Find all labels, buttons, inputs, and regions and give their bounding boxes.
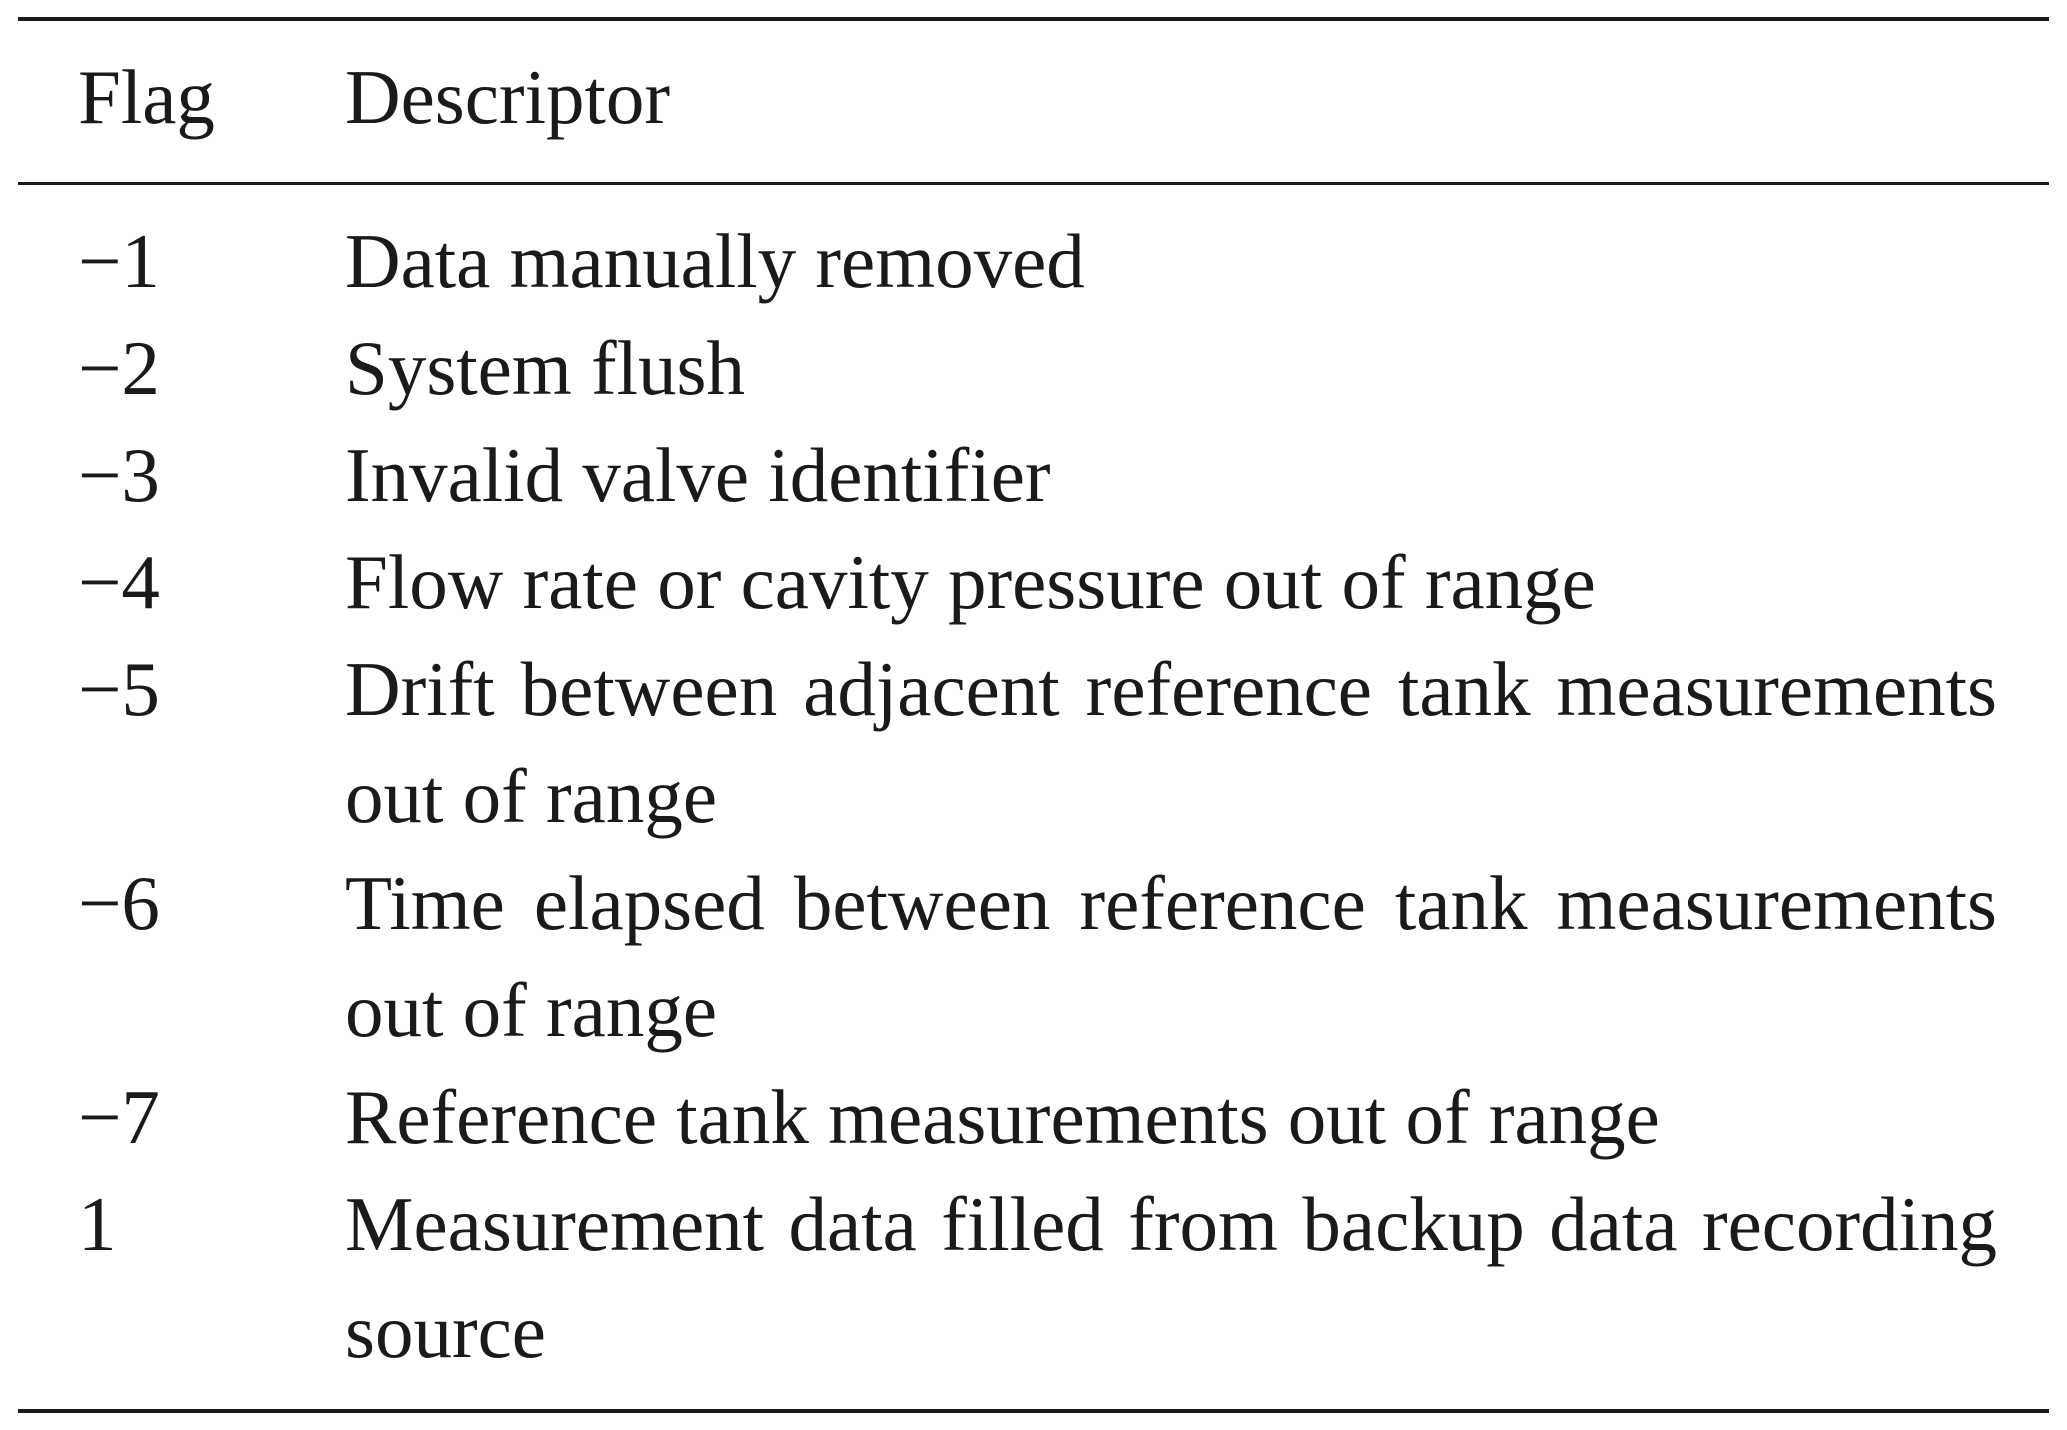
descriptor-cell: Invalid valve identifier [345,432,1051,518]
table-top-rule [18,17,2049,21]
flag-column-header: Flag [78,54,215,140]
flag-cell: −1 [78,218,160,304]
flag-cell: −3 [78,432,160,518]
descriptor-cell: Time elapsed between reference tank meas… [345,860,1997,1053]
table-header-rule [18,182,2049,185]
descriptor-column-header: Descriptor [345,54,670,140]
descriptor-cell: Reference tank measurements out of range [345,1074,1660,1160]
descriptor-cell: Data manually removed [345,218,1085,304]
descriptor-cell: Measurement data filled from backup data… [345,1181,1997,1374]
flag-cell: −6 [78,860,160,946]
descriptor-cell: Flow rate or cavity pressure out of rang… [345,539,1596,625]
descriptor-cell: System flush [345,325,746,411]
flag-cell: −4 [78,539,160,625]
flag-cell: 1 [78,1181,117,1267]
flag-cell: −7 [78,1074,160,1160]
descriptor-cell: Drift between adjacent reference tank me… [345,646,1997,839]
flag-cell: −2 [78,325,160,411]
flag-cell: −5 [78,646,160,732]
table-bottom-rule [18,1409,2049,1413]
